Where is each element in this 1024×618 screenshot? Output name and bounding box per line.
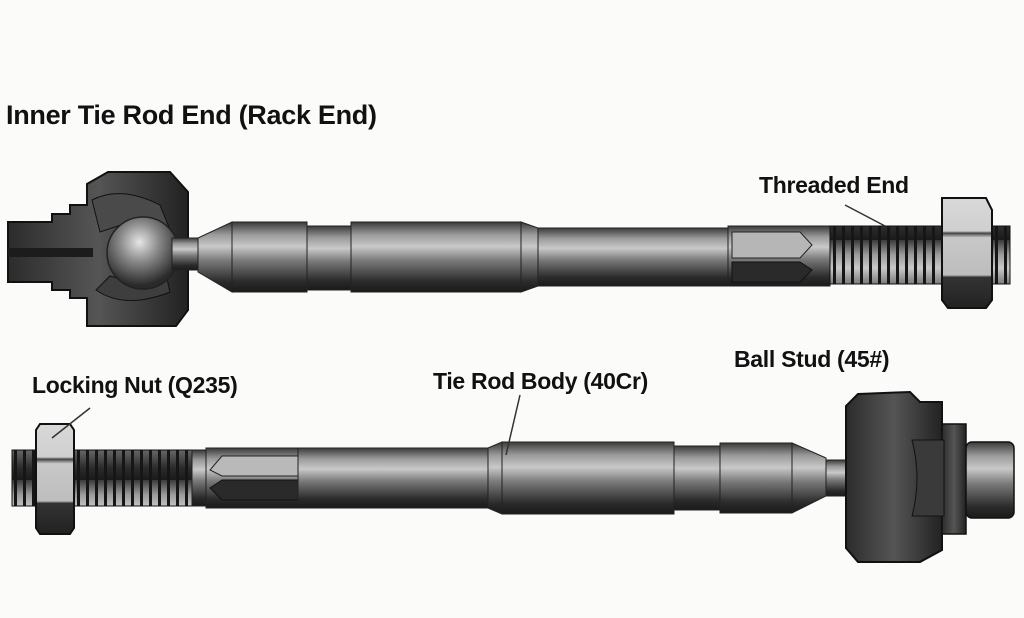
locking-nut-label: Locking Nut (Q235)	[32, 372, 238, 398]
tie-rod-body	[501, 441, 675, 515]
ball-stud	[965, 441, 1015, 519]
diagram-title: Inner Tie Rod End (Rack End)	[6, 100, 377, 130]
top-rod-body	[350, 221, 522, 293]
ball-stud-housing	[845, 390, 943, 563]
top-locking-nut	[941, 197, 993, 309]
top-tie-rod	[7, 171, 1011, 327]
ball-stud-label: Ball Stud (45#)	[734, 346, 890, 372]
threaded-end-label: Threaded End	[759, 172, 909, 198]
tie-rod-body-label: Tie Rod Body (40Cr)	[433, 368, 648, 394]
locking-nut	[35, 423, 75, 535]
ball-joint	[106, 216, 180, 290]
bottom-tie-rod	[11, 390, 1015, 563]
